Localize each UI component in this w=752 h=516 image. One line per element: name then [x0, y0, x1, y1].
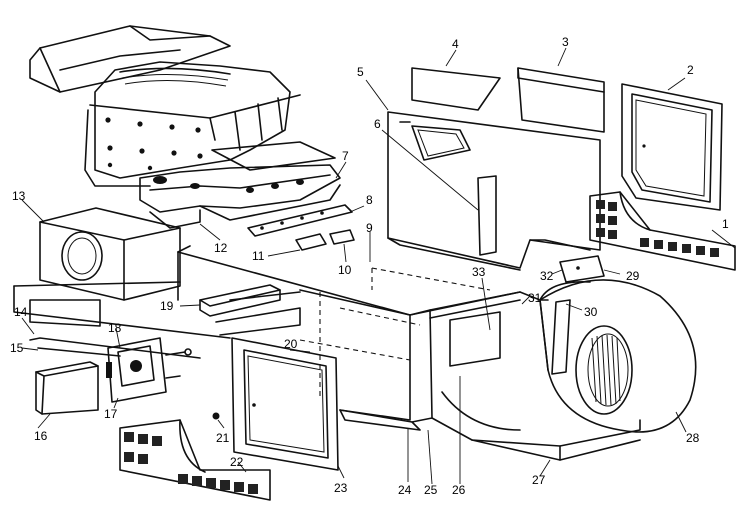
callout-25: 25 [424, 483, 438, 497]
callout-1: 1 [722, 217, 729, 231]
callout-3: 3 [562, 35, 569, 49]
callout-13: 13 [12, 189, 26, 203]
callout-7: 7 [342, 149, 349, 163]
callout-31: 31 [528, 291, 542, 305]
callout-6: 6 [374, 117, 381, 131]
burner-assembly [139, 141, 341, 229]
callout-24: 24 [398, 483, 412, 497]
heat-exchanger-assembly [29, 25, 301, 187]
callout-32: 32 [540, 269, 554, 283]
callout-8: 8 [366, 193, 373, 207]
callout-16: 16 [34, 429, 48, 443]
callout-22: 22 [230, 455, 244, 469]
part-2-door [621, 83, 723, 211]
callout-27: 27 [532, 473, 546, 487]
part-22-grille [119, 419, 271, 501]
parts-26-27-31-blower-deck [429, 291, 641, 461]
callout-33: 33 [472, 265, 486, 279]
callout-17: 17 [104, 407, 118, 421]
callout-14: 14 [14, 305, 28, 319]
callout-21: 21 [216, 431, 230, 445]
callout-20: 20 [284, 337, 298, 351]
callout-15: 15 [10, 341, 24, 355]
parts-10-11-brackets [295, 229, 355, 251]
part-13-flue-box [39, 207, 181, 301]
part-19-rail [199, 284, 281, 317]
part-21-fitting [212, 412, 220, 420]
part-3-panel [517, 67, 605, 133]
part-29-plate [559, 255, 605, 283]
callout-18: 18 [108, 321, 122, 335]
control-assembly [29, 337, 201, 415]
callout-11: 11 [252, 249, 265, 263]
part-4-panel [411, 67, 501, 111]
part-23-door [231, 337, 339, 471]
part-28-blower [539, 279, 697, 433]
callout-labels: 1 2 3 4 5 6 7 8 9 10 11 12 13 14 15 16 1… [10, 35, 729, 497]
callout-4: 4 [452, 37, 459, 51]
callout-5: 5 [357, 65, 364, 79]
callout-28: 28 [686, 431, 700, 445]
callout-10: 10 [338, 263, 352, 277]
cabinet-casing [13, 245, 521, 431]
part-5-side-panel [387, 111, 601, 271]
callout-23: 23 [334, 481, 348, 495]
leader-lines [21, 47, 736, 485]
callout-29: 29 [626, 269, 640, 283]
callout-2: 2 [687, 63, 694, 77]
callout-19: 19 [160, 299, 174, 313]
part-8-manifold [247, 204, 353, 237]
callout-26: 26 [452, 483, 466, 497]
callout-9: 9 [366, 221, 373, 235]
callout-12: 12 [214, 241, 228, 255]
part-1-grille [589, 191, 736, 271]
callout-30: 30 [584, 305, 598, 319]
